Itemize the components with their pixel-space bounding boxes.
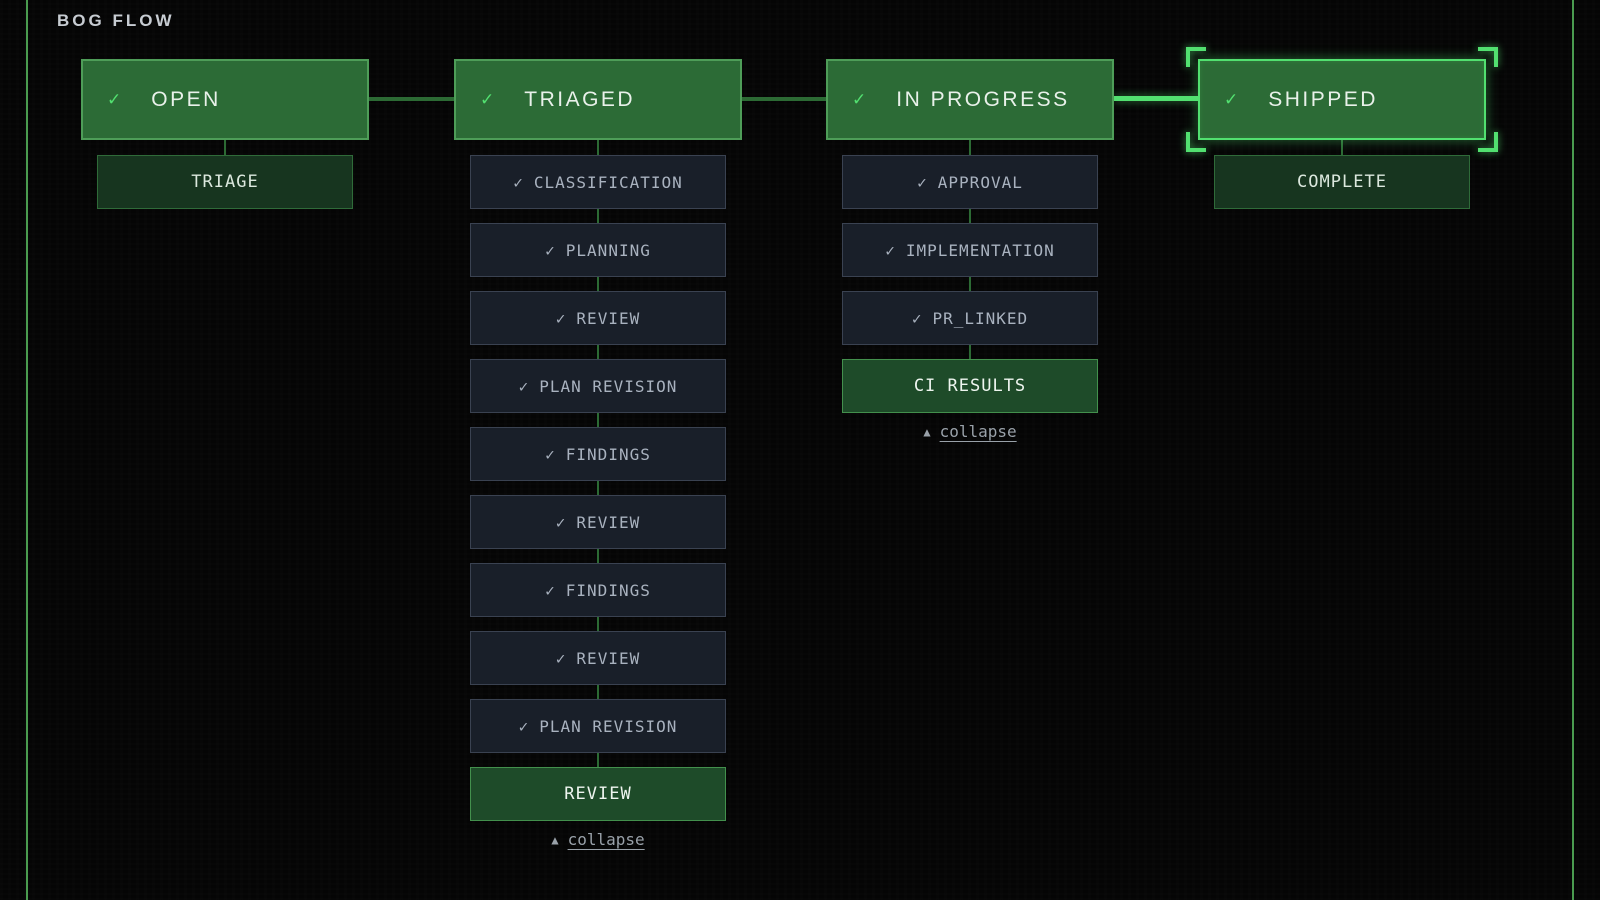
check-icon: ✓ [917,172,928,192]
stage-node-shipped[interactable]: ✓ SHIPPED [1198,59,1486,140]
connector-open-triaged [369,97,454,101]
vertical-connector [597,549,599,563]
connector-triaged-inprogress [742,97,826,101]
stage-label: IN PROGRESS [896,87,1070,111]
vertical-connector [224,140,226,155]
stage-node-open[interactable]: ✓ OPEN [81,59,369,140]
stage-label: SHIPPED [1268,87,1378,111]
page-title: BOG FLOW [57,11,175,30]
check-icon: ✓ [480,89,495,109]
step-label: PLAN REVISION [539,716,678,736]
step-label: REVIEW [576,648,641,668]
collapse-triangle-icon: ▲ [923,424,931,439]
step-review-1[interactable]: ✓ REVIEW [470,291,726,345]
vertical-connector [969,209,971,223]
collapse-link-in-progress[interactable]: ▲ collapse [923,422,1016,441]
vertical-connector [597,345,599,359]
vertical-connector [597,753,599,767]
check-icon: ✓ [555,648,567,668]
vertical-connector [597,481,599,495]
collapse-label: collapse [939,422,1017,441]
selection-bracket-top-left [1186,47,1206,67]
check-icon: ✓ [545,444,556,464]
connector-inprogress-shipped [1114,96,1198,101]
vertical-connector [597,617,599,631]
step-review-2[interactable]: ✓ REVIEW [470,495,726,549]
step-label: REVIEW [564,784,632,804]
check-icon: ✓ [1224,89,1239,109]
stage-node-triaged[interactable]: ✓ TRIAGED [454,59,742,140]
vertical-connector [597,413,599,427]
step-review-active[interactable]: REVIEW [470,767,726,821]
selection-bracket-bottom-left [1186,132,1206,152]
selection-bracket-bottom-right [1478,132,1498,152]
check-icon: ✓ [555,308,567,328]
vertical-connector [969,140,971,155]
step-label: PLAN REVISION [539,376,678,396]
frame-border-right [1572,0,1574,900]
step-plan-revision-1[interactable]: ✓ PLAN REVISION [470,359,726,413]
vertical-connector [1341,140,1343,155]
step-label: TRIAGE [191,172,259,192]
step-label: FINDINGS [565,444,651,464]
check-icon: ✓ [555,512,567,532]
vertical-connector [597,209,599,223]
vertical-connector [597,140,599,155]
step-approval[interactable]: ✓ APPROVAL [842,155,1098,209]
step-ci-results[interactable]: CI RESULTS [842,359,1098,413]
check-icon: ✓ [852,89,867,109]
step-label: CI RESULTS [913,376,1027,396]
check-icon: ✓ [107,89,122,109]
step-planning[interactable]: ✓ PLANNING [470,223,726,277]
step-label: CLASSIFICATION [533,172,683,192]
step-label: PLANNING [565,240,651,260]
check-icon: ✓ [545,240,556,260]
step-pr-linked[interactable]: ✓ PR_LINKED [842,291,1098,345]
check-icon: ✓ [885,240,896,260]
stage-column-in-progress: ✓ IN PROGRESS ✓ APPROVAL ✓ IMPLEMENTATIO… [826,59,1114,441]
collapse-link-triaged[interactable]: ▲ collapse [551,830,644,849]
vertical-connector [597,277,599,291]
check-icon: ✓ [518,716,530,736]
step-triage[interactable]: TRIAGE [97,155,353,209]
step-label: REVIEW [576,512,641,532]
vertical-connector [969,277,971,291]
step-findings-1[interactable]: ✓ FINDINGS [470,427,726,481]
step-complete[interactable]: COMPLETE [1214,155,1470,209]
stage-node-in-progress[interactable]: ✓ IN PROGRESS [826,59,1114,140]
check-icon: ✓ [911,308,923,328]
stage-column-triaged: ✓ TRIAGED ✓ CLASSIFICATION ✓ PLANNING ✓ … [454,59,742,849]
step-label: COMPLETE [1297,172,1387,192]
step-classification[interactable]: ✓ CLASSIFICATION [470,155,726,209]
stage-column-shipped: ✓ SHIPPED COMPLETE [1186,47,1498,209]
collapse-triangle-icon: ▲ [551,832,559,847]
step-implementation[interactable]: ✓ IMPLEMENTATION [842,223,1098,277]
check-icon: ✓ [513,172,524,192]
step-label: FINDINGS [565,580,651,600]
stage-label: TRIAGED [524,87,636,111]
step-label: REVIEW [576,308,641,328]
step-findings-2[interactable]: ✓ FINDINGS [470,563,726,617]
step-plan-revision-2[interactable]: ✓ PLAN REVISION [470,699,726,753]
frame-border-left [26,0,28,900]
selection-bracket-top-right [1478,47,1498,67]
step-label: APPROVAL [937,172,1023,192]
stage-label: OPEN [151,87,221,111]
check-icon: ✓ [545,580,556,600]
stage-column-open: ✓ OPEN TRIAGE [81,59,369,209]
collapse-label: collapse [567,830,645,849]
vertical-connector [969,345,971,359]
vertical-connector [597,685,599,699]
step-label: PR_LINKED [932,308,1029,328]
step-label: IMPLEMENTATION [905,240,1055,260]
check-icon: ✓ [518,376,530,396]
step-review-3[interactable]: ✓ REVIEW [470,631,726,685]
